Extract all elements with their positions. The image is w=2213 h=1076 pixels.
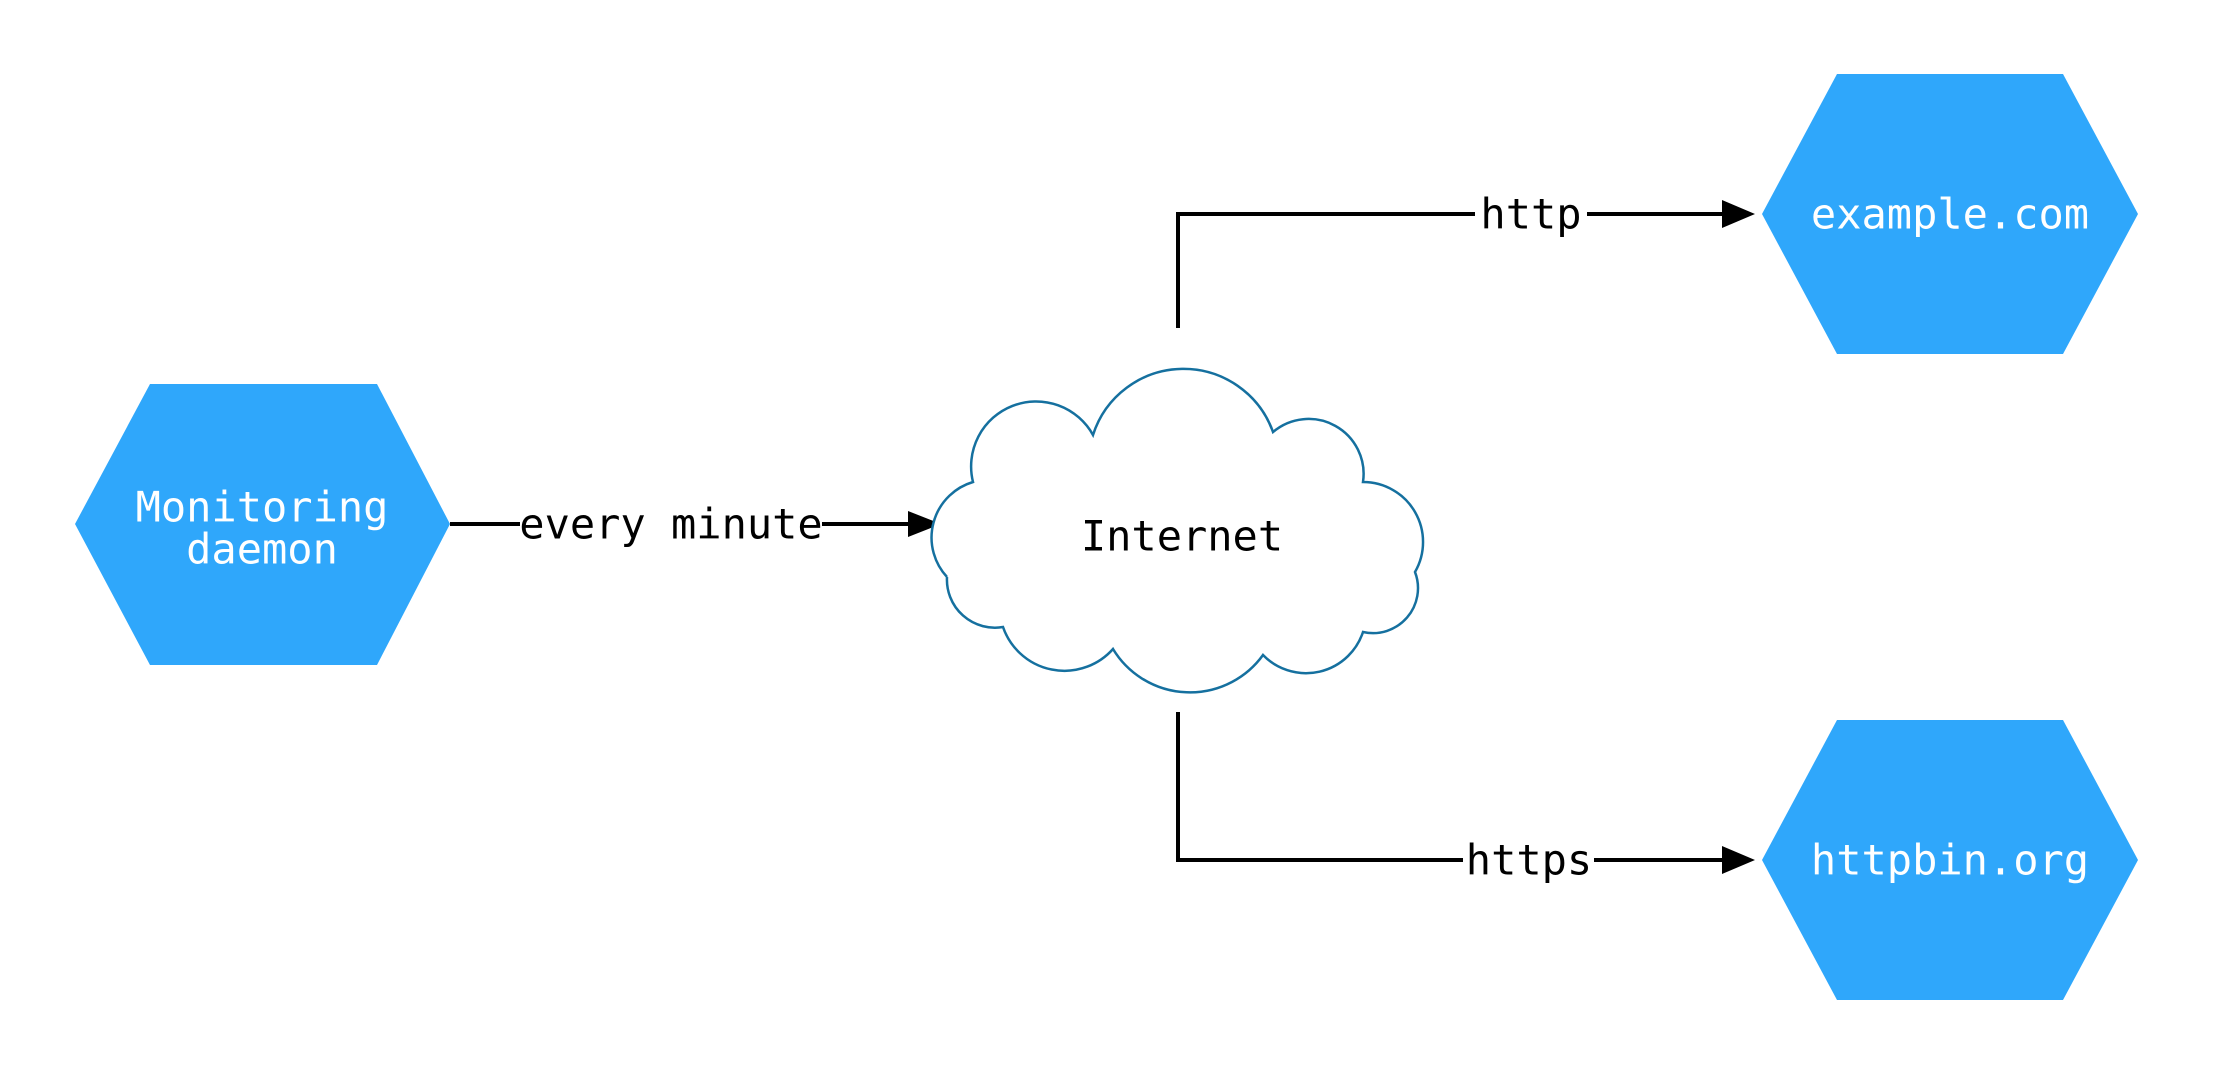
example-com-hexagon xyxy=(1762,74,2138,354)
edge-https: https xyxy=(1176,712,1755,885)
http-arrowhead-icon xyxy=(1722,200,1755,228)
node-httpbin-org: httpbin.org xyxy=(1762,720,2138,1000)
http-elbow-line xyxy=(1176,212,1475,328)
node-internet: Internet xyxy=(930,367,1425,694)
https-label: https xyxy=(1466,836,1592,885)
node-example-com: example.com xyxy=(1762,74,2138,354)
internet-cloud-icon xyxy=(930,367,1425,694)
edge-every-minute: every minute xyxy=(450,500,941,549)
httpbin-org-label: httpbin.org xyxy=(1811,836,2089,885)
httpbin-org-hexagon xyxy=(1762,720,2138,1000)
every-minute-arrowhead-icon xyxy=(908,511,941,537)
every-minute-label: every minute xyxy=(519,500,822,549)
monitoring-daemon-label-line2: daemon xyxy=(186,525,338,574)
monitoring-daemon-hexagon xyxy=(75,384,450,665)
internet-label: Internet xyxy=(1081,512,1283,561)
example-com-label: example.com xyxy=(1811,190,2089,239)
https-elbow-line xyxy=(1176,712,1463,862)
edge-http: http xyxy=(1176,190,1755,328)
https-arrowhead-icon xyxy=(1722,846,1755,874)
node-monitoring-daemon: Monitoring daemon xyxy=(75,384,450,665)
monitoring-daemon-label-line1: Monitoring xyxy=(136,483,389,532)
http-label: http xyxy=(1480,190,1581,239)
